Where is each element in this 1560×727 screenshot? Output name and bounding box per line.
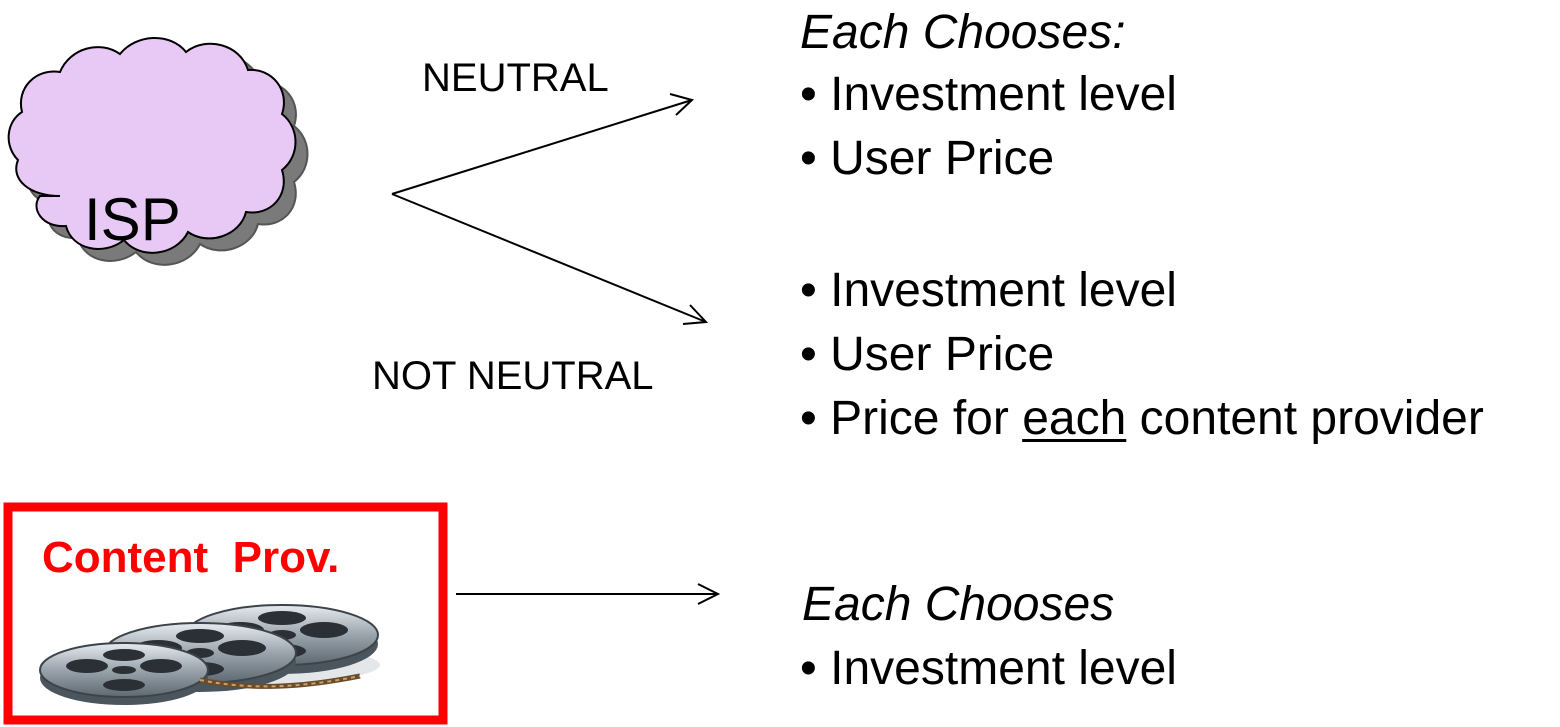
content-provider-arrow <box>456 583 721 605</box>
film-reel-front <box>39 642 209 705</box>
neutral-choices-heading: Each Chooses: <box>800 6 1126 59</box>
not-neutral-choice-item: • Investment level <box>800 264 1177 317</box>
price-for-text: Price for <box>830 392 1023 445</box>
not-neutral-choice-text: User Price <box>830 328 1055 381</box>
neutral-choice-item: • Investment level <box>800 68 1177 121</box>
film-reels-icon <box>39 604 380 705</box>
content-provider-label: Content Prov. <box>42 533 340 582</box>
neutral-choice-item: • User Price <box>800 132 1055 185</box>
content-choice-text: Investment level <box>830 642 1177 695</box>
not-neutral-arrow <box>391 193 709 325</box>
not-neutral-choice-item: • User Price <box>800 328 1055 381</box>
not-neutral-choice-text: Investment level <box>830 264 1177 317</box>
content-choice-item: • Investment level <box>800 642 1177 695</box>
content-choices-heading: Each Chooses <box>802 578 1115 631</box>
neutral-choice-text: Investment level <box>830 68 1177 121</box>
neutral-choice-text: User Price <box>830 132 1055 185</box>
isp-label: ISP <box>84 186 181 253</box>
neutral-arrow <box>391 93 694 195</box>
content-provider-text: content provider <box>1126 392 1484 445</box>
not-neutral-label: NOT NEUTRAL <box>372 354 654 398</box>
not-neutral-choice-item: • Price for each content provider <box>800 392 1484 445</box>
neutral-label: NEUTRAL <box>422 56 609 100</box>
each-emphasis: each <box>1022 392 1127 445</box>
